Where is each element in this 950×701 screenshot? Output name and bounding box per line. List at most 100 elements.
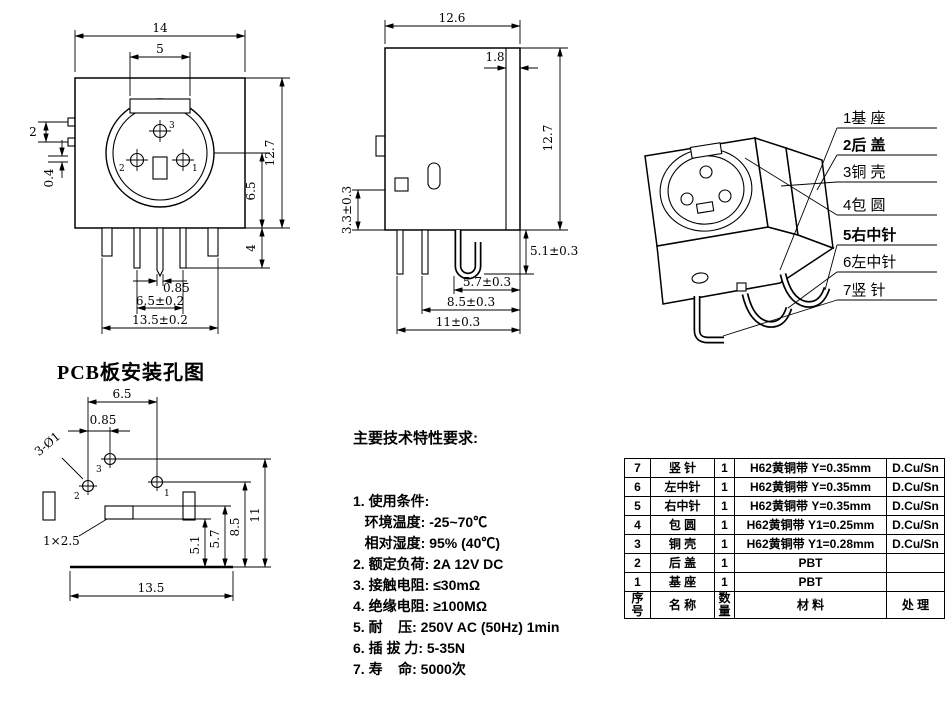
- pin-left: [133, 227, 141, 269]
- bom-cell-qty: 1: [714, 572, 735, 592]
- iso-square-hole: [736, 282, 747, 292]
- mount-tab-right: [207, 227, 219, 257]
- bom-cell-material: PBT: [734, 572, 887, 592]
- dim-standoff: 3.3±0.3: [340, 186, 354, 234]
- bom-cell-qty: 1: [714, 496, 735, 516]
- pcb-view: 3 2 1 3-Ø1 6.5 0.85 1×2.5 5.1 5.7 8.5 11…: [32, 387, 271, 601]
- iso-notch: [689, 142, 723, 159]
- bom-cell-name: 左中针: [650, 477, 715, 497]
- iso-oval-hole: [691, 272, 709, 284]
- bom-cell-no: 1: [624, 572, 651, 592]
- bom-header-name: 名 称: [650, 591, 715, 619]
- bom-cell-finish: D.Cu/Sn: [886, 496, 945, 516]
- dim-bottom-width: 13.5±0.2: [132, 313, 188, 327]
- key-slot: [152, 156, 168, 180]
- bom-cell-material: H62黄铜带 Y=0.35mm: [734, 496, 887, 516]
- dim-width: 14: [152, 21, 168, 35]
- dim-tab-gap: 2: [29, 125, 37, 139]
- part-label-vertical-pin: 7竖 针: [843, 282, 886, 299]
- dim-notch: 5: [156, 42, 164, 56]
- front-connector-body: [67, 77, 246, 278]
- bom-cell-name: 铜 壳: [650, 534, 715, 554]
- side-shell-outline: [384, 47, 521, 231]
- side-pin-1: [396, 229, 404, 275]
- bom-cell-finish: [886, 553, 945, 573]
- front-dimensions: 14 5 2 0.4 12.7 6.5 4 0.85 6.5±0.2: [29, 21, 290, 334]
- iso-pin-hole-1: [718, 189, 732, 203]
- bom-cell-material: H62黄铜带 Y=0.35mm: [734, 458, 887, 478]
- dim-pin-pos-1: 5.7±0.3: [463, 275, 511, 289]
- spec-line: 环境温度: -25~70℃: [353, 514, 488, 530]
- pin-number-3: 3: [169, 121, 175, 131]
- bom-cell-no: 2: [624, 553, 651, 573]
- pin-center: [156, 227, 164, 278]
- pcb-hole-number-1: 1: [164, 489, 170, 499]
- bom-cell-finish: D.Cu/Sn: [886, 477, 945, 497]
- bom-cell-material: H62黄铜带 Y=0.35mm: [734, 477, 887, 497]
- side-view: 12.6 1.8 12.7 3.3±0.3 5.1±0.3 5.7±0.3 8.…: [340, 11, 578, 334]
- bom-cell-qty: 1: [714, 534, 735, 554]
- bom-cell-finish: D.Cu/Sn: [886, 458, 945, 478]
- spec-line: 5. 耐 压: 250V AC (50Hz) 1min: [353, 619, 560, 635]
- bom-cell-name: 竖 针: [650, 458, 715, 478]
- shield-tab-lower: [67, 137, 76, 147]
- side-pin-2: [421, 229, 429, 275]
- dim-depth: 12.6: [439, 11, 466, 25]
- part-label-right-middle-pin: 5右中针: [843, 226, 896, 244]
- pcb-note-holes: 3-Ø1: [32, 429, 63, 458]
- dim-side-height: 12.7: [541, 125, 555, 152]
- part-label-round-wrap: 4包 圆: [843, 197, 886, 214]
- bom-header-finish: 处 理: [886, 591, 945, 619]
- bom-cell-name: 右中针: [650, 496, 715, 516]
- dim-pin-length: 4: [244, 244, 258, 252]
- iso-part-labels: 1基 座 2后 盖 3铜 壳 4包 圆 5右中针 6左中针 7竖 针: [722, 110, 937, 337]
- spec-line: 4. 绝缘电阻: ≥100MΩ: [353, 598, 488, 614]
- pcb-layout-title: PCB板安装孔图: [57, 362, 205, 384]
- bom-cell-no: 6: [624, 477, 651, 497]
- side-hook-pin: [454, 230, 482, 280]
- spec-line: 6. 插 拔 力: 5-35N: [353, 640, 466, 656]
- pcb-dim-r1: 5.1: [188, 535, 202, 554]
- dim-pin-pos-3: 11±0.3: [436, 315, 480, 329]
- iso-view: 1基 座 2后 盖 3铜 壳 4包 圆 5右中针 6左中针 7竖 针: [644, 110, 937, 344]
- pcb-dimensions: 3 2 1 3-Ø1 6.5 0.85 1×2.5 5.1 5.7 8.5 11…: [32, 387, 271, 601]
- side-dimensions: 12.6 1.8 12.7 3.3±0.3 5.1±0.3 5.7±0.3 8.…: [340, 11, 578, 334]
- pcb-slot-center: [104, 505, 134, 520]
- mount-tab-left: [101, 227, 113, 257]
- dim-pin-pos-2: 8.5±0.3: [447, 295, 495, 309]
- pcb-hole-number-2: 2: [74, 492, 80, 502]
- part-label-left-middle-pin: 6左中针: [843, 254, 896, 271]
- dim-flange: 1.8: [485, 50, 504, 64]
- side-square-hole: [394, 177, 409, 192]
- pcb-dim-hole-span: 6.5: [112, 387, 131, 401]
- bom-cell-material: H62黄铜带 Y1=0.28mm: [734, 534, 887, 554]
- spec-line: 相对湿度: 95% (40℃): [353, 535, 501, 551]
- pcb-dim-r2: 5.7: [208, 529, 222, 548]
- pin-number-2: 2: [119, 164, 125, 174]
- part-label-base: 1基 座: [843, 110, 886, 127]
- bom-cell-qty: 1: [714, 458, 735, 478]
- specs-block: 主要技术特性要求: 1. 使用条件: 环境温度: -25~70℃ 相对湿度: 9…: [353, 386, 559, 701]
- pcb-slot-left: [42, 491, 56, 521]
- spec-line: 2. 额定负荷: 2A 12V DC: [353, 556, 504, 572]
- side-oval-slot: [427, 162, 441, 190]
- bom-cell-name: 包 圆: [650, 515, 715, 535]
- iso-pin-vertical: [693, 296, 724, 344]
- front-view: 14 5 2 0.4 12.7 6.5 4 0.85 6.5±0.2: [29, 21, 290, 334]
- bom-cell-finish: D.Cu/Sn: [886, 515, 945, 535]
- side-mount-tab: [375, 135, 386, 157]
- bom-cell-finish: D.Cu/Sn: [886, 534, 945, 554]
- bom-cell-finish: [886, 572, 945, 592]
- iso-pin-hole-3: [699, 165, 713, 179]
- part-label-rear-cover: 2后 盖: [843, 136, 886, 154]
- bom-header-row: 序号名 称数量材 料处 理: [624, 591, 945, 619]
- dim-pin-width: 0.85: [163, 281, 190, 295]
